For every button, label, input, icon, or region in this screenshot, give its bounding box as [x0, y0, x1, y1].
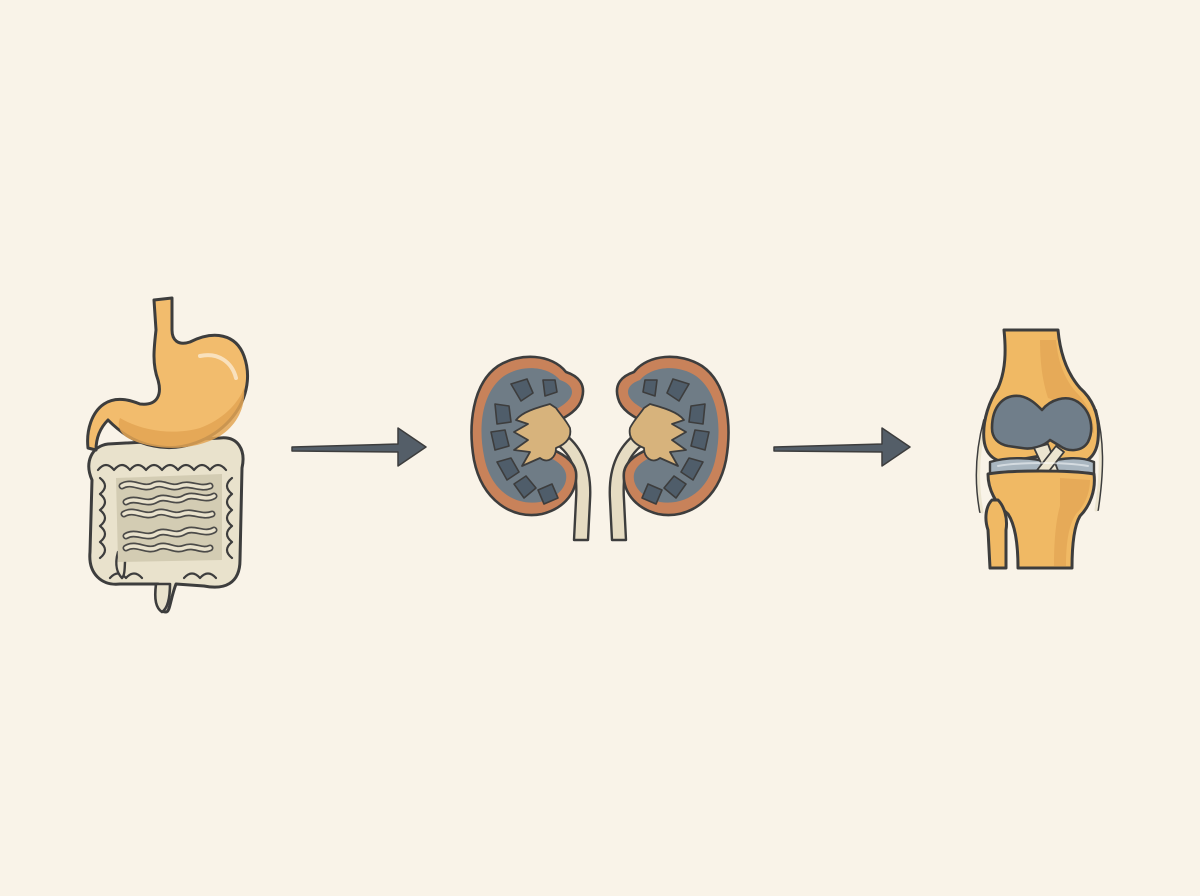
knee-joint-icon [975, 328, 1104, 570]
right-arrow-icon [291, 427, 427, 467]
left-kidney [470, 355, 592, 542]
femoral-cartilage [990, 394, 1093, 452]
kidneys-cross-section-icon [470, 355, 730, 542]
fibula [984, 498, 1008, 570]
right-arrow-icon [773, 427, 911, 467]
small-intestine [116, 474, 222, 562]
stomach-and-intestines-icon [86, 296, 249, 614]
stomach [86, 296, 249, 452]
